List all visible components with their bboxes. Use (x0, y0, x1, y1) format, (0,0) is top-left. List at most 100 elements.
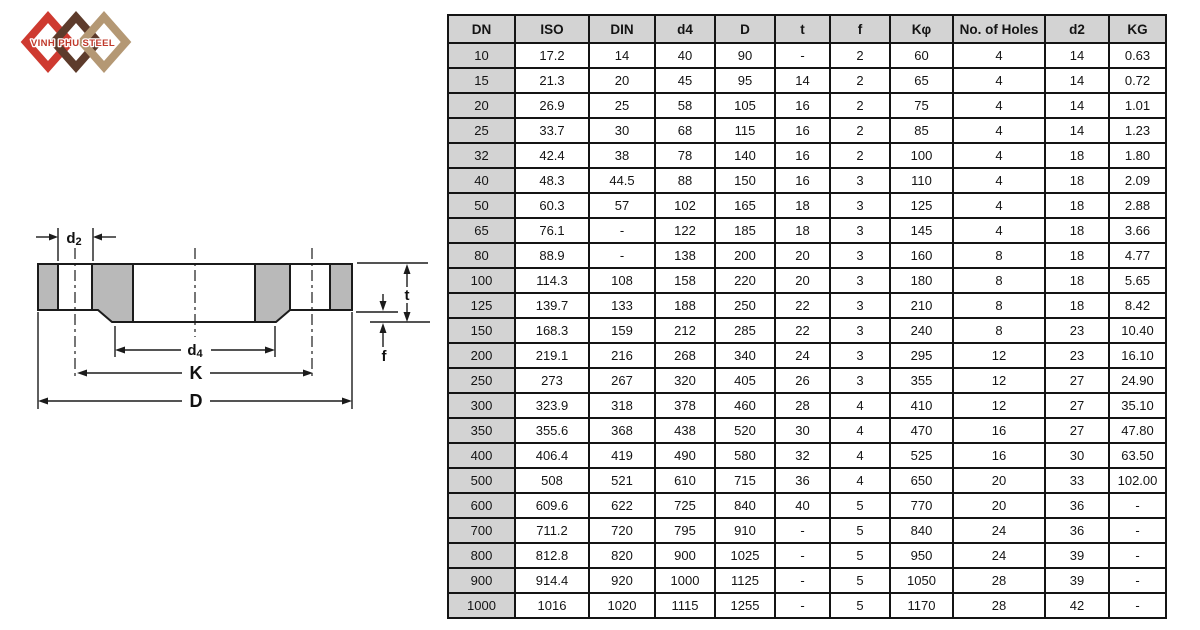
value-cell: 28 (952, 567, 1046, 594)
column-header-d4: d4 (654, 14, 716, 44)
value-cell: 108 (588, 267, 656, 294)
column-header-DN: DN (447, 14, 516, 44)
value-cell: 490 (654, 442, 716, 469)
value-cell: 30 (588, 117, 656, 144)
dimension-K: K (77, 363, 313, 383)
value-cell: 57 (588, 192, 656, 219)
value-cell: 78 (654, 142, 716, 169)
value-cell: 8 (952, 292, 1046, 319)
value-cell: 35.10 (1108, 392, 1167, 419)
value-cell: - (774, 567, 831, 594)
value-cell: 60 (889, 42, 954, 69)
value-cell: 100 (889, 142, 954, 169)
value-cell: 165 (714, 192, 776, 219)
value-cell: 18 (1044, 167, 1110, 194)
value-cell: 20 (952, 492, 1046, 519)
value-cell: 521 (588, 467, 656, 494)
value-cell: 20 (952, 467, 1046, 494)
value-cell: 58 (654, 92, 716, 119)
value-cell: 525 (889, 442, 954, 469)
value-cell: 0.72 (1108, 67, 1167, 94)
value-cell: 39 (1044, 542, 1110, 569)
value-cell: 378 (654, 392, 716, 419)
value-cell: 320 (654, 367, 716, 394)
value-cell: 32 (774, 442, 831, 469)
D-label: D (190, 391, 203, 411)
value-cell: 4 (952, 67, 1046, 94)
value-cell: 14 (1044, 117, 1110, 144)
value-cell: 14 (588, 42, 656, 69)
value-cell: 4 (829, 392, 891, 419)
value-cell: 438 (654, 417, 716, 444)
value-cell: 39 (1044, 567, 1110, 594)
value-cell: 1025 (714, 542, 776, 569)
value-cell: 460 (714, 392, 776, 419)
value-cell: 115 (714, 117, 776, 144)
value-cell: - (774, 592, 831, 619)
value-cell: 12 (952, 342, 1046, 369)
value-cell: 3 (829, 242, 891, 269)
dn-cell: 700 (447, 517, 516, 544)
value-cell: 114.3 (514, 267, 590, 294)
dn-cell: 800 (447, 542, 516, 569)
value-cell: 5 (829, 542, 891, 569)
value-cell: 273 (514, 367, 590, 394)
value-cell: 1050 (889, 567, 954, 594)
value-cell: 200 (714, 242, 776, 269)
value-cell: 795 (654, 517, 716, 544)
dn-cell: 900 (447, 567, 516, 594)
vinh-phu-steel-logo: VINH PHU STEEL (20, 10, 132, 74)
dn-cell: 80 (447, 242, 516, 269)
value-cell: 60.3 (514, 192, 590, 219)
value-cell: 419 (588, 442, 656, 469)
value-cell: 4 (952, 217, 1046, 244)
value-cell: 609.6 (514, 492, 590, 519)
value-cell: 90 (714, 42, 776, 69)
value-cell: - (774, 542, 831, 569)
column-header-K-: Kφ (889, 14, 954, 44)
value-cell: 4 (952, 142, 1046, 169)
value-cell: 4 (952, 117, 1046, 144)
value-cell: 2 (829, 142, 891, 169)
value-cell: 110 (889, 167, 954, 194)
value-cell: 355 (889, 367, 954, 394)
value-cell: 160 (889, 242, 954, 269)
dn-cell: 350 (447, 417, 516, 444)
value-cell: 340 (714, 342, 776, 369)
value-cell: - (1108, 492, 1167, 519)
value-cell: - (774, 42, 831, 69)
value-cell: 45 (654, 67, 716, 94)
value-cell: 122 (654, 217, 716, 244)
value-cell: 715 (714, 467, 776, 494)
value-cell: 27 (1044, 392, 1110, 419)
value-cell: 12 (952, 367, 1046, 394)
f-label: f (382, 348, 388, 365)
dn-cell: 125 (447, 292, 516, 319)
value-cell: 14 (774, 67, 831, 94)
value-cell: 14 (1044, 67, 1110, 94)
value-cell: 25 (588, 92, 656, 119)
value-cell: 1125 (714, 567, 776, 594)
value-cell: 20 (588, 67, 656, 94)
value-cell: 4 (952, 42, 1046, 69)
value-cell: 102.00 (1108, 467, 1167, 494)
value-cell: 5 (829, 567, 891, 594)
value-cell: 68 (654, 117, 716, 144)
value-cell: 355.6 (514, 417, 590, 444)
value-cell: 76.1 (514, 217, 590, 244)
value-cell: 88.9 (514, 242, 590, 269)
value-cell: 3.66 (1108, 217, 1167, 244)
value-cell: 185 (714, 217, 776, 244)
value-cell: 18 (1044, 267, 1110, 294)
